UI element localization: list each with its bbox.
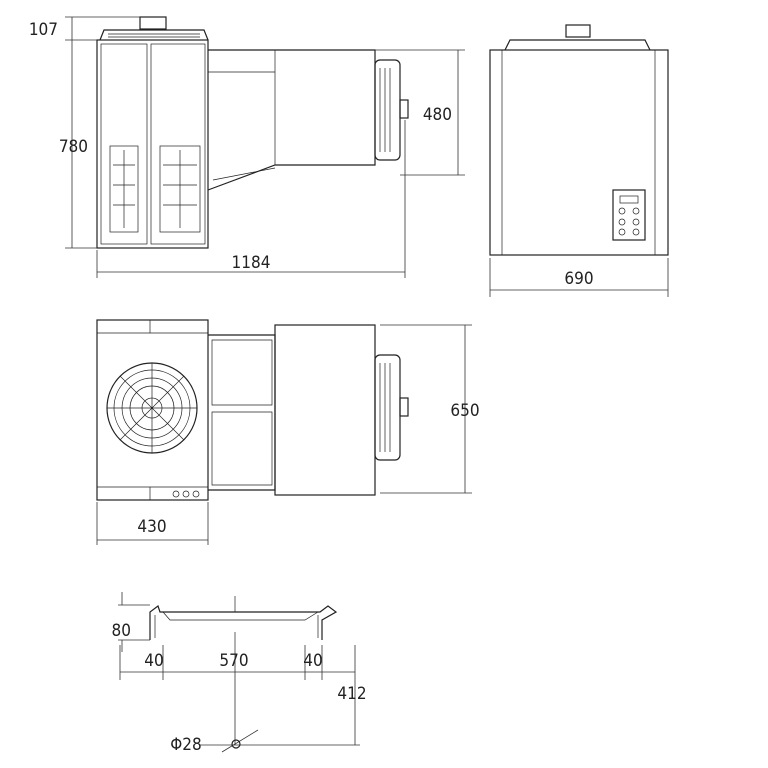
controller-panel xyxy=(612,189,646,241)
bracket-dimensions: 80 40 570 40 412 Φ28 xyxy=(112,592,367,755)
mounting-bracket xyxy=(149,596,338,652)
dim-80: 80 xyxy=(112,621,131,641)
dim-40-right: 40 xyxy=(303,651,322,671)
side-view-dimensions: 107 780 480 1184 xyxy=(29,16,465,278)
top-view xyxy=(96,319,409,501)
dim-430: 430 xyxy=(137,517,166,537)
top-view-dimensions: 650 430 xyxy=(96,324,480,545)
dim-1184: 1184 xyxy=(232,253,271,273)
dim-107: 107 xyxy=(29,20,58,40)
front-view xyxy=(489,24,669,256)
dim-480: 480 xyxy=(423,105,452,125)
dim-570: 570 xyxy=(219,651,248,671)
dim-412: 412 xyxy=(337,684,366,704)
dim-780: 780 xyxy=(59,137,88,157)
dim-diameter-28: Φ28 xyxy=(170,735,202,755)
drain-hole-icon xyxy=(231,739,241,749)
dim-690: 690 xyxy=(564,269,593,289)
side-view xyxy=(96,16,409,249)
dim-650: 650 xyxy=(450,401,479,421)
dim-40-left: 40 xyxy=(144,651,163,671)
front-view-dimensions: 690 xyxy=(489,258,669,297)
